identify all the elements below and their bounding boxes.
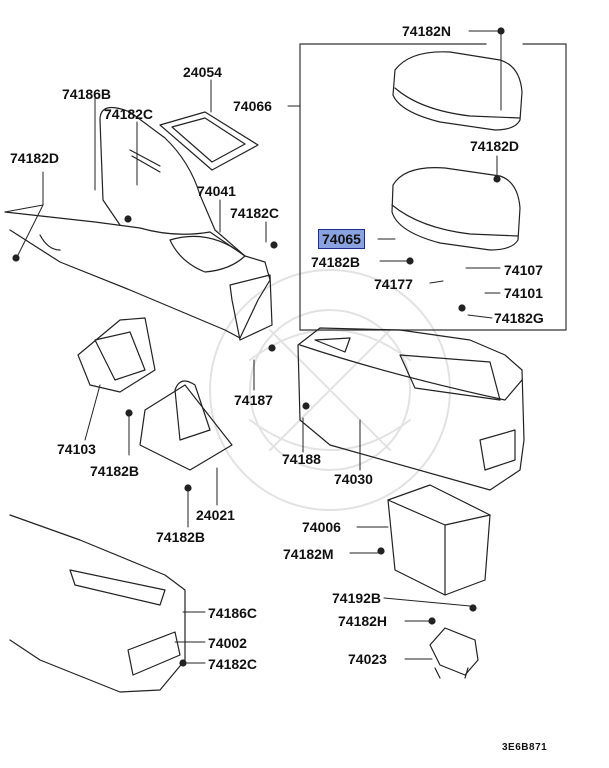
part-label-74177[interactable]: 74177 [374, 276, 413, 292]
console-front-74041 [4, 106, 273, 341]
leader-lines [4, 30, 502, 664]
console-box-74030 [297, 327, 525, 491]
armrest-group-frame [299, 43, 567, 331]
bracket-74023 [429, 627, 479, 679]
part-label-74188[interactable]: 74188 [282, 451, 321, 467]
part-label-24054[interactable]: 24054 [183, 64, 222, 80]
part-label-74192B[interactable]: 74192B [332, 590, 382, 606]
part-label-74182G[interactable]: 74182G [494, 310, 544, 326]
part-label-74182N[interactable]: 74182N [402, 23, 452, 39]
part-label-74182H[interactable]: 74182H [338, 613, 388, 629]
part-label-74030[interactable]: 74030 [334, 471, 373, 487]
cup-holder-74006 [387, 484, 491, 596]
part-label-74041[interactable]: 74041 [197, 183, 236, 199]
part-label-74182C[interactable]: 74182C [230, 205, 280, 221]
part-label-74107[interactable]: 74107 [504, 262, 543, 278]
part-label-74187[interactable]: 74187 [234, 392, 273, 408]
armrest-lid-lower [391, 167, 521, 251]
part-label-74101[interactable]: 74101 [504, 285, 543, 301]
watermark-emblem [209, 269, 451, 511]
fasteners [12, 27, 505, 667]
part-label-74186C[interactable]: 74186C [208, 605, 258, 621]
part-label-74006[interactable]: 74006 [302, 519, 341, 535]
part-label-74182D[interactable]: 74182D [470, 138, 520, 154]
part-label-74065-highlighted[interactable]: 74065 [318, 229, 365, 249]
part-label-74186B[interactable]: 74186B [62, 86, 112, 102]
part-label-74002[interactable]: 74002 [208, 635, 247, 651]
shift-trim-24054 [159, 111, 259, 171]
part-label-74182B[interactable]: 74182B [311, 254, 361, 270]
part-label-74182C[interactable]: 74182C [104, 106, 154, 122]
part-label-74066[interactable]: 74066 [233, 98, 272, 114]
part-label-74182B[interactable]: 74182B [156, 529, 206, 545]
part-label-74182D[interactable]: 74182D [10, 150, 60, 166]
armrest-lid-upper [392, 51, 523, 131]
rear-console-panel [9, 514, 186, 693]
part-label-24021[interactable]: 24021 [196, 507, 235, 523]
diagram-code: 3E6B871 [502, 742, 548, 753]
part-label-74023[interactable]: 74023 [348, 651, 387, 667]
part-label-74182C[interactable]: 74182C [208, 656, 258, 672]
part-label-74103[interactable]: 74103 [57, 441, 96, 457]
part-label-74182B[interactable]: 74182B [90, 463, 140, 479]
shift-boot-24021 [139, 380, 233, 471]
pocket-74103 [77, 317, 156, 393]
part-label-74182M[interactable]: 74182M [283, 546, 334, 562]
